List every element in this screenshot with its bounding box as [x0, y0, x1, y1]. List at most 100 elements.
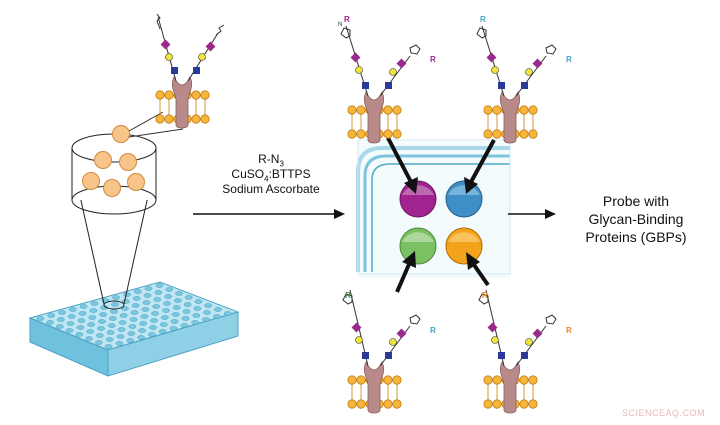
plate-well — [202, 317, 210, 322]
plate-well — [88, 315, 97, 320]
plate-well — [132, 296, 141, 301]
plate-well — [55, 324, 64, 329]
plate-well — [172, 305, 181, 310]
plate-well — [106, 330, 115, 335]
reagent-copper: CuSO4:BTTPS — [231, 167, 311, 184]
plate-well — [143, 293, 152, 298]
watermark: SCIENCEAQ.COM — [622, 408, 706, 418]
plate-well — [78, 311, 87, 316]
probe-caption: Probe with Glycan-Binding Proteins (GBPs… — [566, 192, 706, 246]
plate-well — [126, 338, 135, 343]
microplate-wells — [36, 283, 232, 349]
plate-well — [85, 336, 93, 341]
plate-well — [46, 320, 54, 325]
plate-well — [65, 328, 74, 333]
plate-well — [154, 290, 163, 295]
plate-well — [161, 315, 169, 320]
plate-well — [87, 322, 96, 327]
plate-well — [163, 301, 171, 306]
svg-text:N: N — [338, 22, 342, 28]
well-purple — [399, 180, 437, 218]
plate-well — [155, 283, 164, 288]
plate-well — [144, 286, 153, 291]
plate-well — [151, 311, 159, 316]
plate-well — [169, 326, 178, 331]
plate-well — [223, 311, 232, 316]
plate-well — [138, 328, 146, 333]
plate-well — [118, 320, 127, 325]
bead-glycan-construct — [155, 13, 225, 129]
plate-well — [194, 299, 203, 304]
plate-well — [214, 307, 222, 312]
plate-well — [127, 331, 136, 336]
plate-well — [170, 319, 179, 324]
plate-well — [130, 310, 139, 315]
plate-well — [175, 291, 183, 296]
plate-well — [36, 316, 45, 321]
plate-well — [58, 310, 66, 315]
plate-well — [213, 314, 221, 319]
plate-well — [184, 295, 193, 300]
plate-well — [98, 319, 106, 324]
plate-well — [86, 329, 94, 334]
plate-well — [96, 333, 104, 338]
plate-well — [148, 332, 156, 337]
plate-well — [183, 302, 192, 307]
plate-well — [164, 294, 172, 299]
plate-well — [75, 332, 84, 337]
glycan-label-top-left-b: R — [430, 55, 436, 64]
plate-well — [120, 306, 129, 311]
plate-well — [181, 316, 190, 321]
plate-well — [89, 308, 98, 313]
plate-well — [204, 303, 213, 308]
beads — [82, 125, 145, 197]
construct-bottom-right — [478, 289, 557, 414]
plate-well — [104, 344, 113, 349]
plate-well — [153, 297, 162, 302]
plate-well — [159, 322, 168, 327]
plate-well — [182, 309, 191, 314]
plate-well — [119, 313, 128, 318]
plate-well — [66, 321, 75, 326]
plate-well — [105, 337, 114, 342]
plate-well — [165, 287, 174, 292]
plate-well — [131, 303, 140, 308]
plate-well — [133, 289, 142, 294]
plate-well — [137, 335, 145, 340]
plate-well — [142, 300, 151, 305]
plate-well — [57, 317, 65, 322]
construct-top-right — [476, 25, 557, 144]
microplate — [28, 281, 240, 377]
plate-well — [149, 325, 157, 330]
reaction-conditions: R-N3 CuSO4:BTTPS Sodium Ascorbate — [196, 152, 346, 197]
magnified-well-cone — [71, 133, 157, 310]
plate-well — [107, 323, 116, 328]
reagent-azide: R-N3 — [258, 152, 284, 169]
plate-well — [162, 308, 170, 313]
glycan-label-bottom-left-b: R — [430, 326, 436, 335]
plate-well — [109, 316, 117, 321]
reagent-ascorbate: Sodium Ascorbate — [222, 182, 320, 196]
probe-line-2: Glycan-Binding — [588, 211, 684, 227]
plate-well — [150, 318, 158, 323]
plate-well — [111, 302, 119, 307]
construct-top-left: N — [338, 22, 421, 144]
plate-well — [180, 323, 189, 328]
plate-well — [112, 295, 120, 300]
glycan-label-top-right-a: R — [480, 15, 486, 24]
plate-well — [116, 334, 125, 339]
plate-well — [90, 301, 99, 306]
plate-well — [139, 321, 148, 326]
plate-well — [141, 307, 150, 312]
plate-well — [123, 292, 131, 297]
plate-well — [97, 326, 105, 331]
plate-well — [191, 320, 200, 325]
plate-well — [193, 306, 202, 311]
plate-well — [77, 318, 86, 323]
well-orange — [445, 227, 483, 265]
glycan-label-top-right-b: R — [566, 55, 572, 64]
well-green — [399, 227, 437, 265]
plate-well — [110, 309, 118, 314]
plate-well — [192, 313, 201, 318]
